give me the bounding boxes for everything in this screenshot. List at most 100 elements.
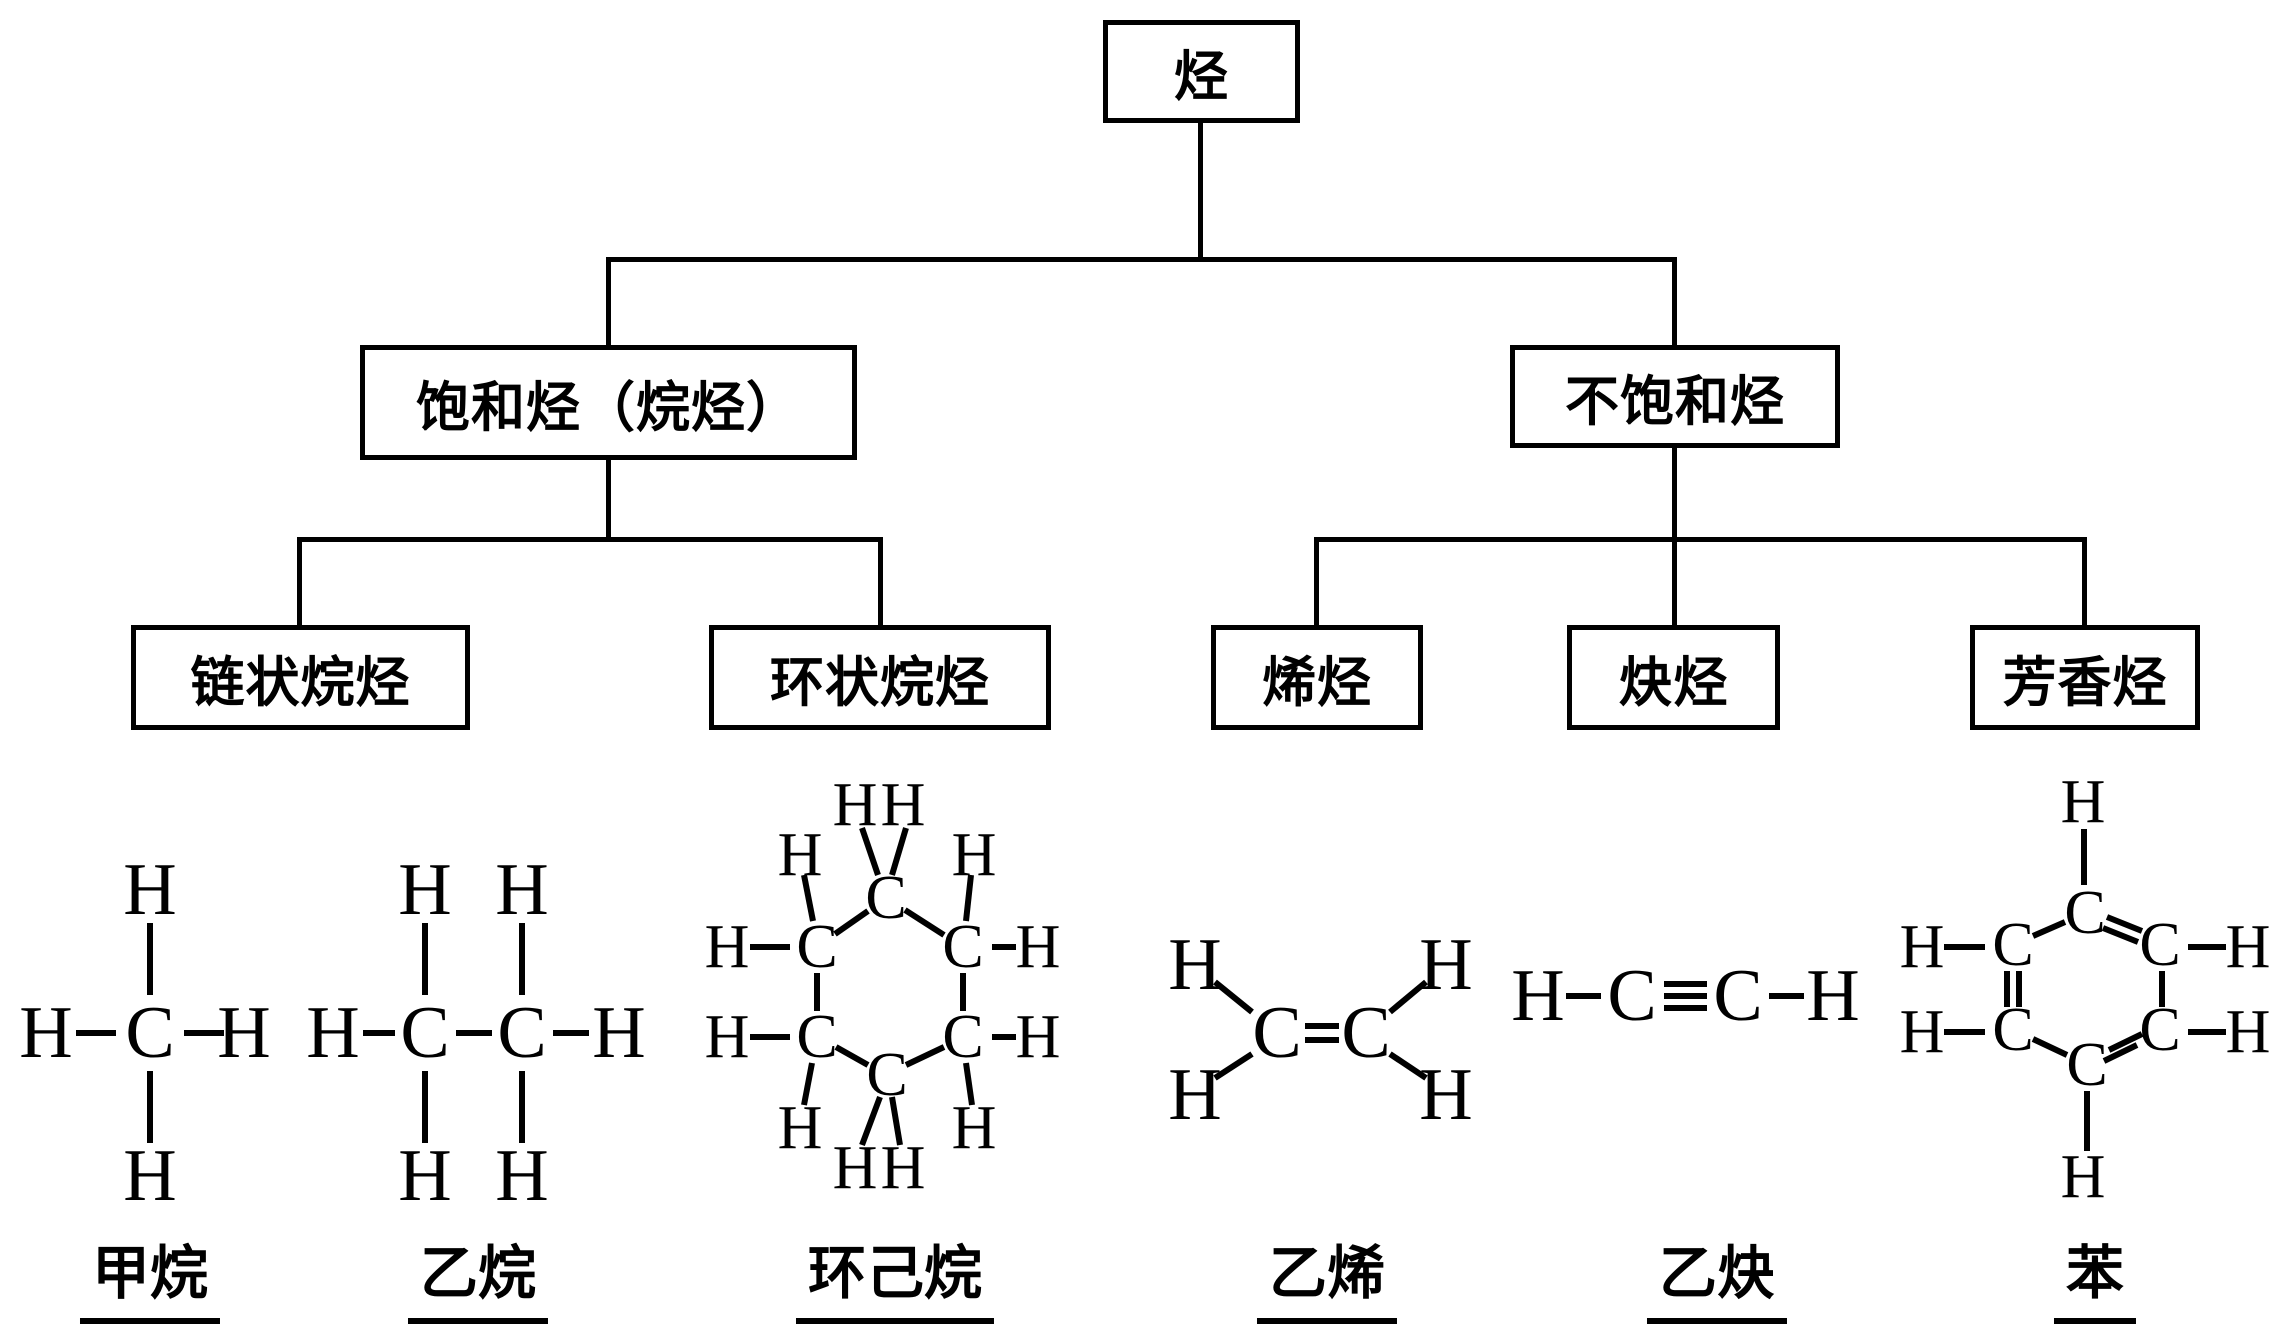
tree-node-aromatic-hydrocarbon: 芳香烃: [1970, 625, 2200, 730]
atom-label-H: H: [306, 992, 359, 1074]
bond-line: [2031, 1036, 2069, 1058]
atom-label-H: H: [592, 992, 645, 1074]
atom-label-C: C: [1992, 996, 2033, 1064]
connector-level2-left-hline: [297, 537, 883, 542]
bond-line: [963, 874, 974, 922]
atom-label-C: C: [1992, 911, 2033, 979]
bond-line: [801, 1062, 815, 1106]
atom-label-H: H: [952, 821, 997, 889]
bond-line: [889, 827, 909, 876]
bond-line: [963, 1062, 975, 1106]
atom-label-H: H: [778, 1094, 823, 1162]
atom-label-H: H: [2226, 913, 2271, 981]
bond-line: [2105, 914, 2144, 934]
atom-label-H: H: [398, 849, 451, 931]
atom-label-H: H: [833, 771, 878, 839]
tree-node-hydrocarbon: 烃: [1103, 20, 1300, 123]
bond-line: [1388, 1051, 1428, 1081]
atom-label-H: H: [495, 1135, 548, 1217]
bond-line: [859, 1095, 883, 1147]
bond-line: [834, 1044, 870, 1068]
bond-line: [859, 827, 881, 876]
label-cyclohexane: 环己烷: [795, 1242, 995, 1324]
atom-label-C: C: [866, 1041, 907, 1109]
atom-label-H: H: [1806, 955, 1859, 1037]
bond-line: [1388, 979, 1428, 1015]
atom-label-H: H: [1900, 913, 1945, 981]
bond-line: [903, 907, 946, 938]
connector-to-saturated: [606, 257, 611, 345]
atom-label-H: H: [495, 849, 548, 931]
connector-to-unsaturated: [1672, 257, 1677, 345]
atom-label-H: H: [1168, 1054, 1221, 1136]
atom-label-C: C: [942, 1003, 983, 1071]
atom-label-C: C: [2064, 879, 2105, 947]
atom-label-H: H: [2061, 1143, 2106, 1211]
connector-saturated-drop: [606, 460, 611, 539]
label-acetylene: 乙炔: [1646, 1242, 1788, 1324]
atom-label-H: H: [1016, 913, 1061, 981]
atom-label-C: C: [497, 992, 546, 1074]
connector-to-aromatic: [2082, 537, 2087, 625]
connector-to-cyclic-alkane: [878, 537, 883, 625]
atom-label-H: H: [1419, 924, 1472, 1006]
bond-line: [889, 1096, 903, 1146]
bond-line: [2031, 919, 2067, 939]
bond-line: [1213, 1051, 1254, 1081]
atom-label-C: C: [1341, 992, 1390, 1074]
atom-label-C: C: [2139, 911, 2180, 979]
atom-label-C: C: [942, 913, 983, 981]
connector-level2-right-hline: [1314, 537, 2087, 542]
atom-label-C: C: [865, 864, 906, 932]
atom-label-H: H: [881, 1134, 926, 1202]
atom-label-H: H: [398, 1135, 451, 1217]
connector-root-drop: [1198, 122, 1203, 259]
connector-to-alkyne: [1672, 537, 1677, 625]
atom-label-H: H: [2061, 768, 2106, 836]
label-methane: 甲烷: [79, 1242, 221, 1324]
bond-line: [1213, 979, 1254, 1015]
bond-line: [801, 874, 816, 922]
tree-node-unsaturated-hydrocarbon: 不饱和烃: [1510, 345, 1840, 448]
bond-line: [833, 908, 870, 937]
tree-node-chain-alkane: 链状烷烃: [131, 625, 470, 730]
atom-label-C: C: [125, 992, 174, 1074]
label-ethylene: 乙烯: [1256, 1242, 1398, 1324]
atom-label-H: H: [123, 1135, 176, 1217]
atom-label-H: H: [778, 821, 823, 889]
atom-label-H: H: [19, 992, 72, 1074]
label-ethane: 乙烷: [407, 1242, 549, 1324]
atom-label-C: C: [1607, 955, 1656, 1037]
atom-label-H: H: [952, 1094, 997, 1162]
atom-label-H: H: [123, 849, 176, 931]
tree-node-alkene: 烯烃: [1211, 625, 1423, 730]
connector-level1-hline: [606, 257, 1677, 262]
atom-label-C: C: [400, 992, 449, 1074]
atom-label-H: H: [2226, 998, 2271, 1066]
atom-label-H: H: [705, 1003, 750, 1071]
bond-line: [2107, 1031, 2144, 1053]
atom-label-H: H: [881, 771, 926, 839]
tree-node-alkyne: 炔烃: [1567, 625, 1780, 730]
connector-to-chain-alkane: [297, 537, 302, 625]
atom-label-H: H: [1511, 955, 1564, 1037]
atom-label-C: C: [2139, 996, 2180, 1064]
bond-line: [904, 1044, 946, 1068]
atom-label-H: H: [1168, 924, 1221, 1006]
atom-label-C: C: [1252, 992, 1301, 1074]
atom-label-C: C: [1713, 955, 1762, 1037]
atom-label-H: H: [833, 1134, 878, 1202]
atom-label-H: H: [1016, 1003, 1061, 1071]
label-benzene: 苯: [2053, 1242, 2137, 1324]
atom-label-H: H: [1900, 998, 1945, 1066]
connector-unsaturated-drop: [1672, 448, 1677, 539]
atom-label-C: C: [796, 913, 837, 981]
bond-line: [2101, 925, 2140, 945]
